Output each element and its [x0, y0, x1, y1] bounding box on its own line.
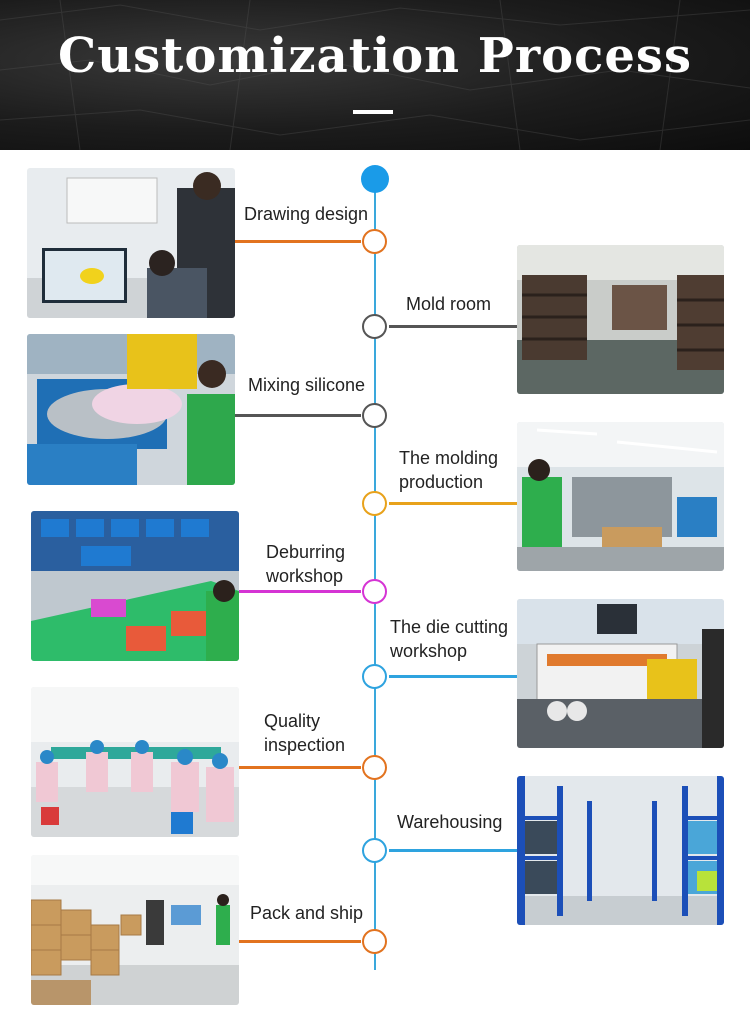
- connector-deburring-workshop: [239, 590, 361, 593]
- warehouse-blue-shelves-photo: [517, 776, 724, 925]
- step-label-pack-and-ship: Pack and ship: [250, 903, 364, 923]
- connector-molding-production: [389, 502, 517, 505]
- timeline-node-mixing-silicone: [362, 403, 387, 428]
- quality-inspection-workers-photo: [31, 687, 239, 837]
- step-label-molding-production: The molding production: [399, 448, 499, 492]
- step-label-die-cutting-workshop: The die cutting workshop: [390, 617, 509, 661]
- timeline-node-quality-inspection: [362, 755, 387, 780]
- connector-mold-room: [389, 325, 517, 328]
- connector-pack-and-ship: [239, 940, 361, 943]
- slate-texture-background: [0, 0, 750, 150]
- timeline-node-pack-and-ship: [362, 929, 387, 954]
- header-banner: Customization Process: [0, 0, 750, 150]
- connector-warehousing: [389, 849, 517, 852]
- timeline-node-molding-production: [362, 491, 387, 516]
- timeline-node-warehousing: [362, 838, 387, 863]
- connector-quality-inspection: [239, 766, 361, 769]
- step-label-warehousing: Warehousing: [397, 812, 503, 832]
- silicone-mixing-machine-photo: [27, 334, 235, 485]
- packing-boxes-warehouse-photo: [31, 855, 239, 1005]
- title-underline: [353, 110, 393, 114]
- step-label-mixing-silicone: Mixing silicone: [248, 375, 366, 395]
- die-cutting-machine-photo: [517, 599, 724, 748]
- step-label-drawing-design: Drawing design: [244, 204, 369, 224]
- connector-mixing-silicone: [235, 414, 361, 417]
- mold-storage-shelves-photo: [517, 245, 724, 394]
- connector-drawing-design: [235, 240, 361, 243]
- timeline-node-drawing-design: [362, 229, 387, 254]
- timeline-node-deburring-workshop: [362, 579, 387, 604]
- timeline-line: [374, 170, 376, 970]
- molding-factory-workers-photo: [517, 422, 724, 571]
- step-label-mold-room: Mold room: [406, 294, 492, 314]
- connector-die-cutting-workshop: [389, 675, 517, 678]
- page-title: Customization Process: [58, 28, 692, 84]
- step-label-deburring-workshop: Deburring workshop: [266, 542, 346, 586]
- timeline-node-die-cutting-workshop: [362, 664, 387, 689]
- deburring-workbench-photo: [31, 511, 239, 661]
- timeline-node-mold-room: [362, 314, 387, 339]
- step-label-quality-inspection: Quality inspection: [264, 711, 346, 755]
- timeline-start-dot: [361, 165, 389, 193]
- office-designer-at-computer-photo: [27, 168, 235, 318]
